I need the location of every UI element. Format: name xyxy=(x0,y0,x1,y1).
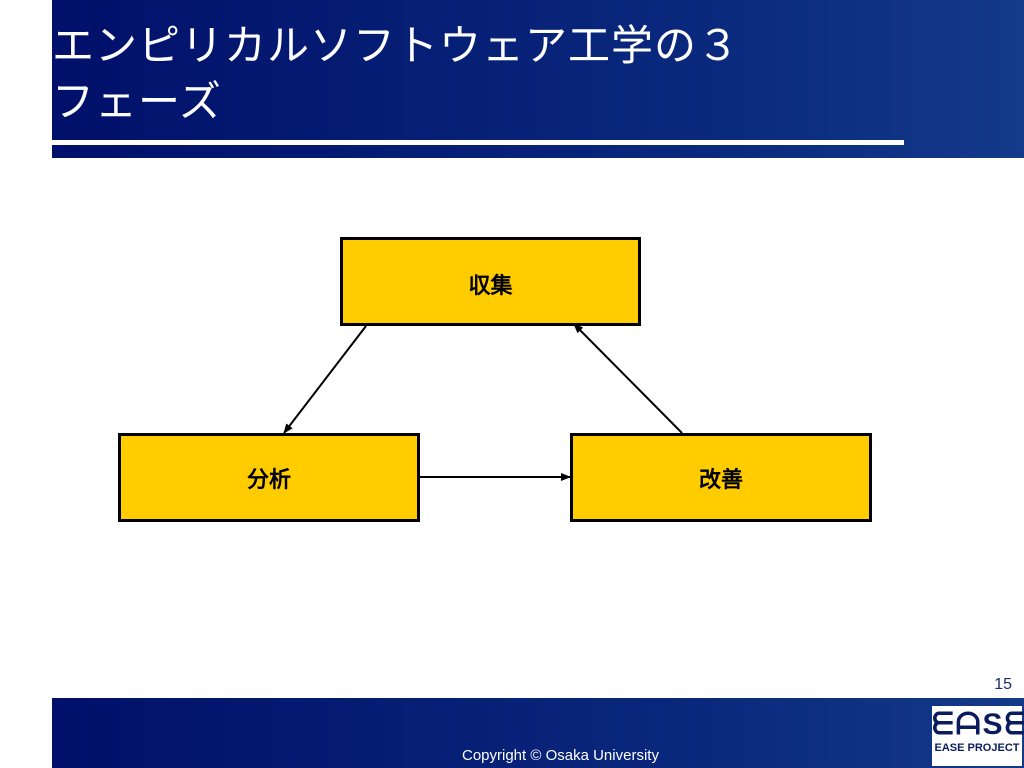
node-analyze: 分析 xyxy=(118,433,420,522)
ease-logo-icon: ᗴᗩSᗴ EASE PROJECT xyxy=(932,706,1024,766)
node-label: 改善 xyxy=(698,467,743,493)
edge-collect-to-analyze xyxy=(283,325,367,434)
ease-logo-text: EASE PROJECT xyxy=(934,742,1020,754)
node-label: 収集 xyxy=(468,274,513,299)
node-improve: 改善 xyxy=(570,433,872,522)
ease-logo-mark: ᗴᗩSᗴ xyxy=(932,708,1024,741)
copyright-text: Copyright © Osaka University xyxy=(462,747,659,764)
edge-improve-to-collect xyxy=(573,323,683,434)
slide-title: エンピリカルソフトウェア工学の３ フェーズ xyxy=(52,21,741,126)
page-number: 15 xyxy=(994,676,1012,693)
footer-band xyxy=(52,698,1024,768)
title-band: エンピリカルソフトウェア工学の３ フェーズ xyxy=(52,0,1024,158)
node-label: 分析 xyxy=(246,467,291,493)
node-collect: 収集 xyxy=(340,237,641,326)
title-underline xyxy=(52,140,904,145)
